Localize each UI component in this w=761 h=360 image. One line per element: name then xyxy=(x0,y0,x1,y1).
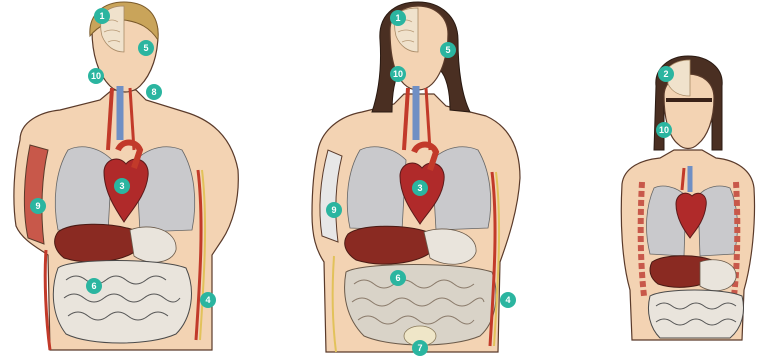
marker-4: 4 xyxy=(500,292,516,308)
svg-text:7: 7 xyxy=(417,343,422,353)
svg-text:4: 4 xyxy=(505,295,510,305)
marker-3: 3 xyxy=(412,180,428,196)
marker-5: 5 xyxy=(138,40,154,56)
left-lung xyxy=(347,147,406,230)
left-lung xyxy=(55,147,112,232)
marker-3: 3 xyxy=(114,178,130,194)
marker-1: 1 xyxy=(390,10,406,26)
svg-text:6: 6 xyxy=(91,281,96,291)
intestines xyxy=(648,290,743,338)
svg-text:8: 8 xyxy=(151,87,156,97)
figure-child xyxy=(621,56,754,340)
svg-text:10: 10 xyxy=(659,125,669,135)
svg-text:10: 10 xyxy=(91,71,101,81)
svg-text:3: 3 xyxy=(417,183,422,193)
figure-adult-female xyxy=(312,2,520,352)
marker-6: 6 xyxy=(390,270,406,286)
svg-text:2: 2 xyxy=(663,69,668,79)
marker-7: 7 xyxy=(412,340,428,356)
marker-4: 4 xyxy=(200,292,216,308)
marker-1: 1 xyxy=(94,8,110,24)
marker-6: 6 xyxy=(86,278,102,294)
marker-9: 9 xyxy=(326,202,342,218)
svg-text:1: 1 xyxy=(395,13,400,23)
marker-10: 10 xyxy=(390,66,406,82)
svg-text:5: 5 xyxy=(143,43,148,53)
svg-text:6: 6 xyxy=(395,273,400,283)
svg-text:10: 10 xyxy=(393,69,403,79)
svg-text:3: 3 xyxy=(119,181,124,191)
svg-text:4: 4 xyxy=(205,295,210,305)
svg-text:9: 9 xyxy=(35,201,40,211)
marker-10: 10 xyxy=(656,122,672,138)
marker-10: 10 xyxy=(88,68,104,84)
svg-text:5: 5 xyxy=(445,45,450,55)
svg-text:9: 9 xyxy=(331,205,336,215)
marker-8: 8 xyxy=(146,84,162,100)
liver xyxy=(345,226,434,264)
marker-2: 2 xyxy=(658,66,674,82)
marker-5: 5 xyxy=(440,42,456,58)
marker-9: 9 xyxy=(30,198,46,214)
svg-text:1: 1 xyxy=(99,11,104,21)
